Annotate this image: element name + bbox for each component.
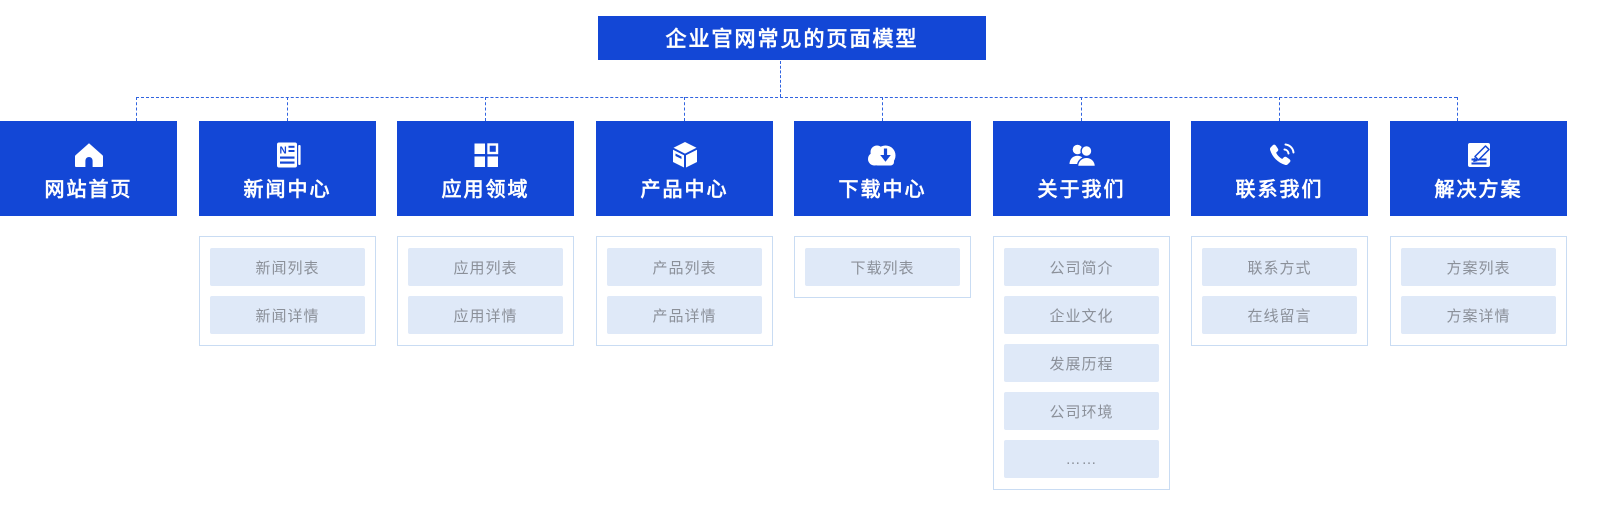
cloud-download-icon: [865, 137, 901, 173]
subpage-item: 应用详情: [408, 296, 563, 334]
subpage-item: 公司环境: [1004, 392, 1159, 430]
connector-stub: [1081, 97, 1082, 121]
subpage-group-about: 公司简介 企业文化 发展历程 公司环境 ……: [993, 236, 1170, 490]
phone-call-icon: [1262, 137, 1298, 173]
node-about: 关于我们: [993, 121, 1170, 216]
subpage-item: 下载列表: [805, 248, 960, 286]
column-news: N 新闻中心 新闻列表 新闻详情: [199, 121, 376, 346]
subpage-group-solutions: 方案列表 方案详情: [1390, 236, 1567, 346]
subpage-item: 在线留言: [1202, 296, 1357, 334]
subpage-item: 应用列表: [408, 248, 563, 286]
subpage-item: 产品列表: [607, 248, 762, 286]
connector-stub: [287, 97, 288, 121]
svg-text:N: N: [279, 146, 286, 157]
node-label: 联系我们: [1235, 179, 1324, 201]
column-about: 关于我们 公司简介 企业文化 发展历程 公司环境 ……: [993, 121, 1170, 490]
node-home: 网站首页: [0, 121, 177, 216]
node-contact: 联系我们: [1191, 121, 1368, 216]
subpage-group-downloads: 下载列表: [794, 236, 971, 298]
document-edit-icon: [1461, 137, 1497, 173]
connector-stub: [485, 97, 486, 121]
node-label: 解决方案: [1434, 179, 1523, 201]
connector-horizontal-line: [136, 97, 1457, 98]
connector-stub: [882, 97, 883, 121]
column-solutions: 解决方案 方案列表 方案详情: [1390, 121, 1567, 346]
connector-title-stub: [780, 61, 781, 97]
column-home: 网站首页: [0, 121, 177, 216]
package-box-icon: [667, 137, 703, 173]
subpage-group-products: 产品列表 产品详情: [596, 236, 773, 346]
column-downloads: 下载中心 下载列表: [794, 121, 971, 298]
grid-icon: [468, 137, 504, 173]
connector-stub: [684, 97, 685, 121]
column-applications: 应用领域 应用列表 应用详情: [397, 121, 574, 346]
node-label: 关于我们: [1037, 179, 1126, 201]
subpage-item: 新闻详情: [210, 296, 365, 334]
newspaper-icon: N: [270, 137, 306, 173]
subpage-item: 联系方式: [1202, 248, 1357, 286]
subpage-item: ……: [1004, 440, 1159, 478]
node-label: 网站首页: [44, 179, 133, 201]
connector-stub: [1279, 97, 1280, 121]
column-products: 产品中心 产品列表 产品详情: [596, 121, 773, 346]
subpage-group-news: 新闻列表 新闻详情: [199, 236, 376, 346]
connector-stub: [136, 97, 137, 121]
subpage-item: 产品详情: [607, 296, 762, 334]
subpage-group-contact: 联系方式 在线留言: [1191, 236, 1368, 346]
users-icon: [1064, 137, 1100, 173]
subpage-item: 公司简介: [1004, 248, 1159, 286]
node-label: 产品中心: [640, 179, 729, 201]
node-applications: 应用领域: [397, 121, 574, 216]
node-products: 产品中心: [596, 121, 773, 216]
subpage-item: 发展历程: [1004, 344, 1159, 382]
diagram-title: 企业官网常见的页面模型: [598, 16, 986, 60]
subpage-item: 新闻列表: [210, 248, 365, 286]
node-label: 应用领域: [441, 179, 530, 201]
connector-stub: [1457, 97, 1458, 121]
subpage-item: 企业文化: [1004, 296, 1159, 334]
home-icon: [71, 137, 107, 173]
node-label: 新闻中心: [243, 179, 332, 201]
subpage-item: 方案详情: [1401, 296, 1556, 334]
node-solutions: 解决方案: [1390, 121, 1567, 216]
subpage-group-applications: 应用列表 应用详情: [397, 236, 574, 346]
node-label: 下载中心: [838, 179, 927, 201]
subpage-item: 方案列表: [1401, 248, 1556, 286]
node-news: N 新闻中心: [199, 121, 376, 216]
column-contact: 联系我们 联系方式 在线留言: [1191, 121, 1368, 346]
node-downloads: 下载中心: [794, 121, 971, 216]
